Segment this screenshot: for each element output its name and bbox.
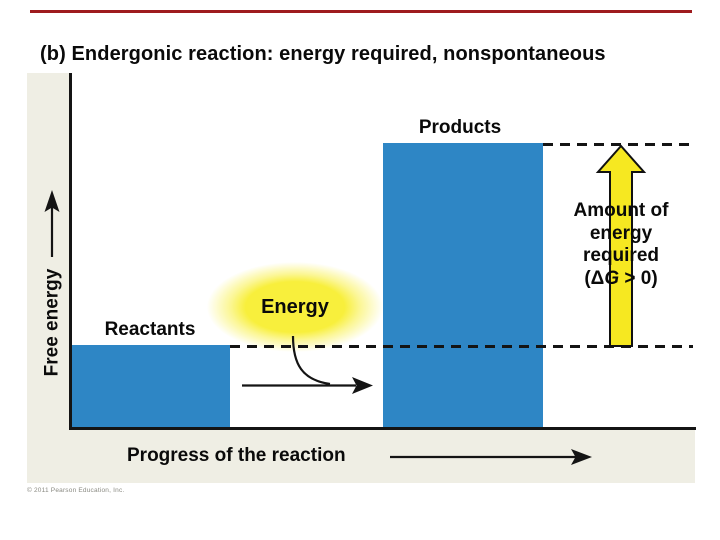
annotation-line-4: (ΔG > 0) bbox=[545, 268, 697, 291]
annotation-line-2: energy bbox=[589, 222, 653, 244]
energy-required-annotation: Amount of energy required (ΔG > 0) bbox=[545, 200, 697, 290]
top-red-rule bbox=[30, 10, 692, 13]
reactants-level-dashed-line bbox=[230, 344, 693, 348]
products-label: Products bbox=[418, 117, 502, 138]
x-axis-line bbox=[69, 427, 696, 430]
reactants-label: Reactants bbox=[104, 319, 196, 340]
annotation-line-1: Amount of bbox=[573, 200, 669, 221]
x-axis-label: Progress of the reaction bbox=[127, 445, 346, 466]
delta-g-symbol: G bbox=[604, 267, 620, 289]
copyright-text: © 2011 Pearson Education, Inc. bbox=[27, 487, 125, 494]
y-axis-label: Free energy bbox=[41, 268, 63, 377]
reactants-bar bbox=[72, 345, 230, 428]
y-axis-line bbox=[69, 73, 72, 430]
delta-g-open: (Δ bbox=[584, 267, 605, 289]
figure-title: (b) Endergonic reaction: energy required… bbox=[40, 43, 606, 65]
energy-burst: Energy bbox=[205, 261, 385, 353]
energy-burst-label: Energy bbox=[261, 295, 329, 318]
products-bar bbox=[383, 143, 543, 428]
annotation-line-3: required bbox=[582, 245, 660, 266]
delta-g-close: > 0) bbox=[619, 267, 658, 289]
products-level-dashed-line bbox=[543, 142, 693, 146]
